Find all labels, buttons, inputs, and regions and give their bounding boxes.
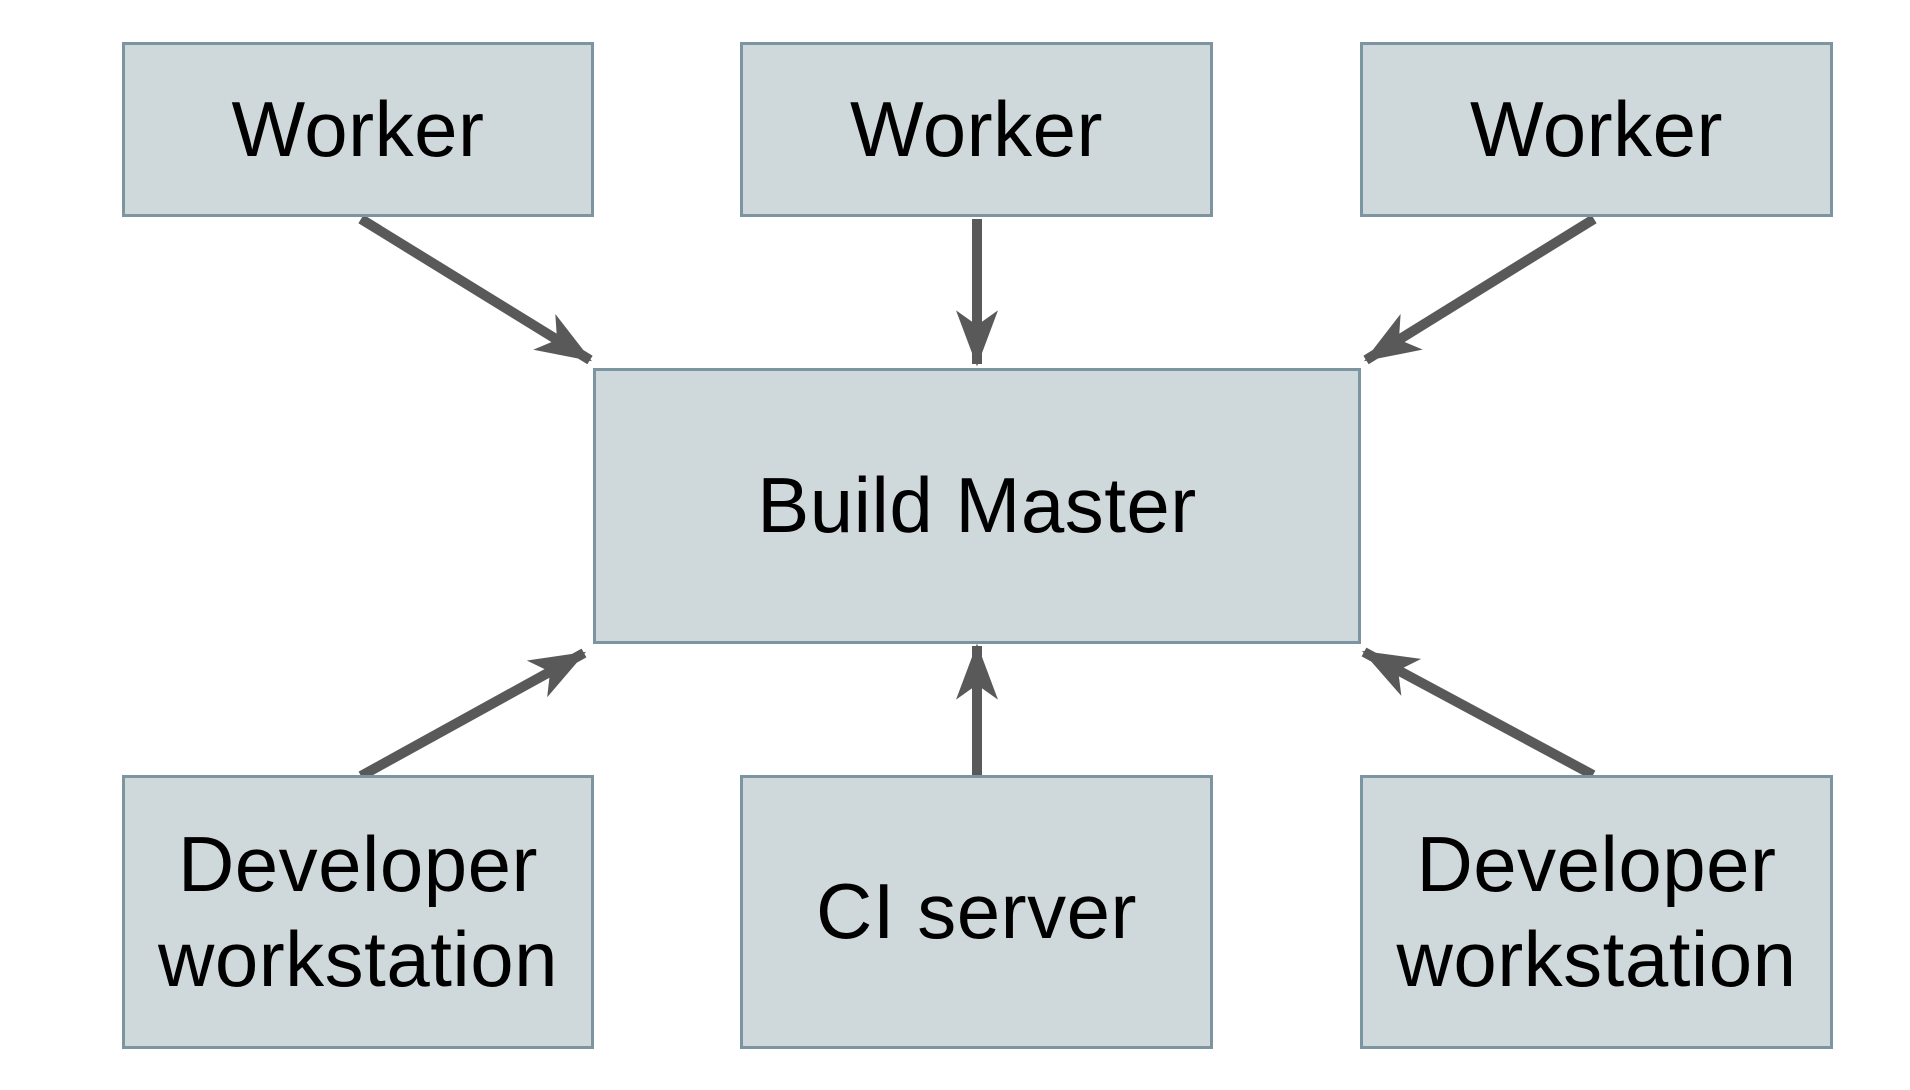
node-worker-top-right: Worker xyxy=(1360,42,1833,217)
node-label: Worker xyxy=(1470,84,1723,173)
node-developer-workstation-left: Developer workstation xyxy=(122,775,594,1049)
node-label: Worker xyxy=(850,84,1103,173)
node-ci-server: CI server xyxy=(740,775,1213,1049)
node-worker-top-center: Worker xyxy=(740,42,1213,217)
edge-worker-top-right-to-build-master xyxy=(1363,214,1597,365)
node-label: CI server xyxy=(816,867,1137,956)
node-label: Developer workstation xyxy=(158,819,558,1003)
edge-developer-workstation-left-to-build-master xyxy=(358,648,587,781)
edge-developer-workstation-right-to-build-master xyxy=(1361,647,1596,780)
node-build-master: Build Master xyxy=(593,368,1361,644)
edge-worker-top-left-to-build-master xyxy=(358,214,593,365)
node-developer-workstation-right: Developer workstation xyxy=(1360,775,1833,1049)
node-label: Build Master xyxy=(757,461,1197,550)
node-label: Worker xyxy=(231,84,485,173)
node-label: Developer workstation xyxy=(1396,819,1797,1003)
node-worker-top-left: Worker xyxy=(122,42,594,217)
